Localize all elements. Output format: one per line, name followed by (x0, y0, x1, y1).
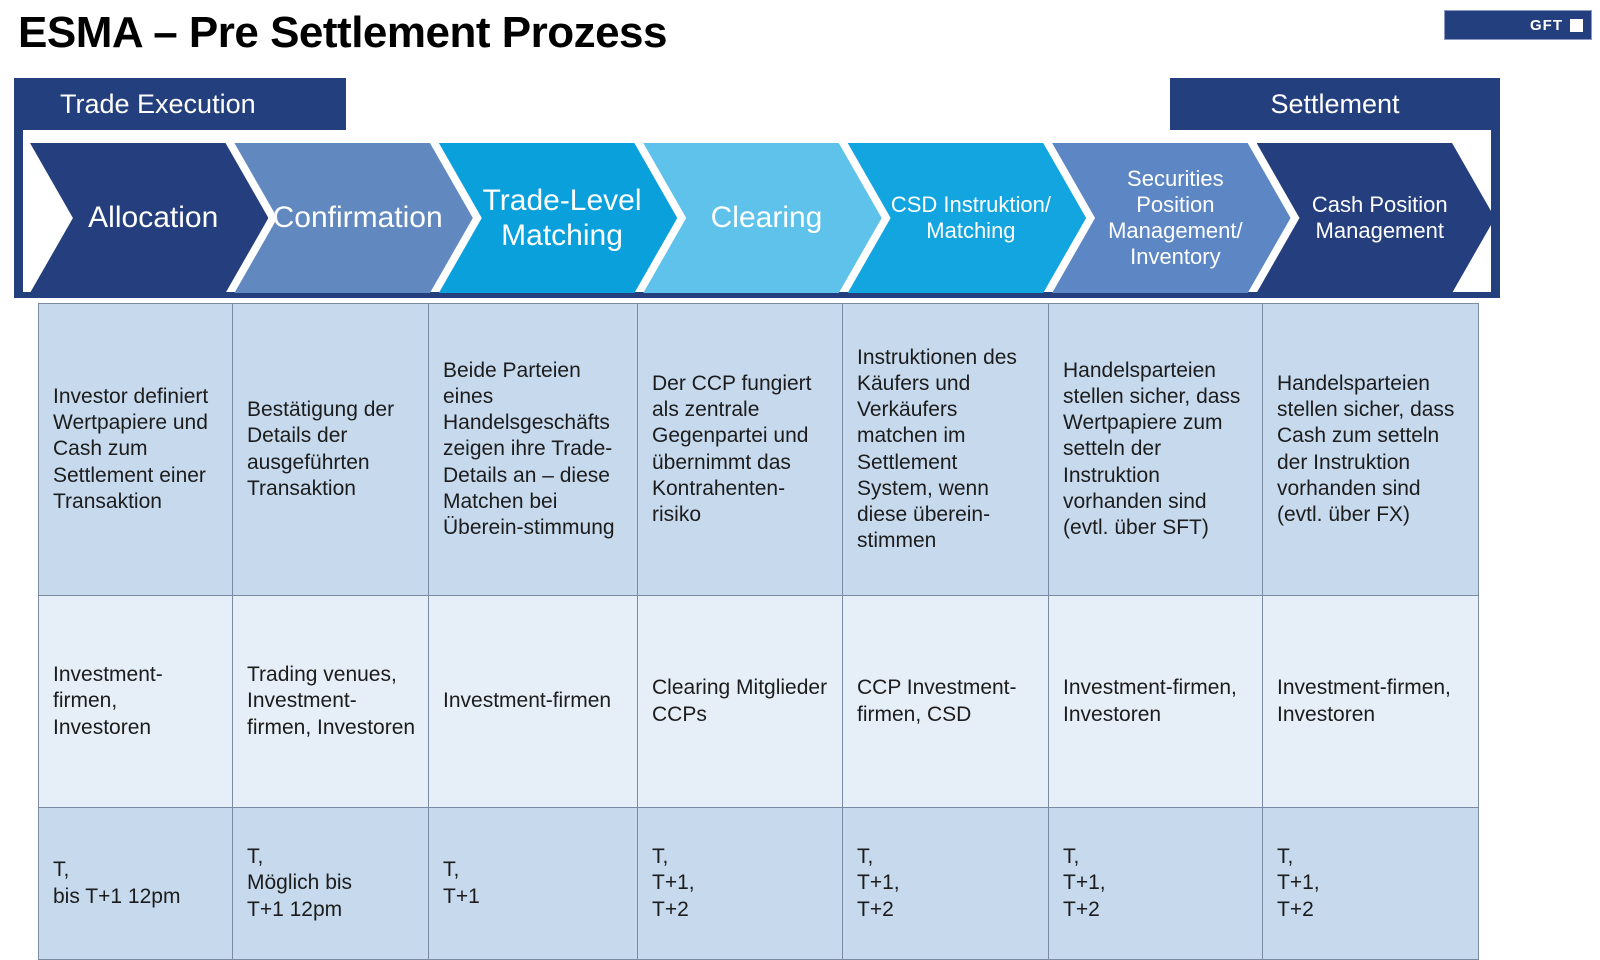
table-cell-description-5: Instruktionen des Käufers und Verkäufers… (842, 303, 1049, 596)
chevron-baseline (14, 292, 1500, 298)
process-step-label: Confirmation (272, 201, 443, 235)
process-step-label: Securities Position Management/ Inventor… (1108, 166, 1243, 269)
table-cell-timing-7: T, T+1, T+2 (1262, 807, 1479, 960)
table-cell-actors-1: Investment-firmen, Investoren (38, 595, 233, 808)
frame-rail-right (1491, 78, 1500, 298)
table-cell-timing-3: T, T+1 (428, 807, 638, 960)
process-step-7[interactable]: Cash Position Management (1256, 143, 1495, 293)
table-cell-actors-5: CCP Investment-firmen, CSD (842, 595, 1049, 808)
process-flow-chevrons: Allocation Confirmation Trade-Level Matchi… (30, 143, 1495, 293)
table-row-description: Investor definiert Wertpapiere und Cash … (38, 303, 1479, 596)
table-cell-timing-5: T, T+1, T+2 (842, 807, 1049, 960)
process-step-5[interactable]: CSD Instruktion/ Matching (847, 143, 1087, 293)
table-cell-timing-1: T, bis T+1 12pm (38, 807, 233, 960)
table-cell-timing-2: T, Möglich bis T+1 12pm (232, 807, 429, 960)
gft-logo: GFT (1444, 10, 1592, 40)
table-cell-description-3: Beide Parteien eines Handelsgeschäfts ze… (428, 303, 638, 596)
table-cell-actors-6: Investment-firmen, Investoren (1048, 595, 1263, 808)
table-cell-description-7: Handelsparteien stellen sicher, dass Cas… (1262, 303, 1479, 596)
phase-banner-settlement: Settlement (1170, 78, 1500, 130)
phase-banner-settlement-label: Settlement (1270, 88, 1400, 119)
white-square-icon (1570, 18, 1583, 32)
table-cell-actors-2: Trading venues, Investment-firmen, Inves… (232, 595, 429, 808)
table-cell-timing-6: T, T+1, T+2 (1048, 807, 1263, 960)
page-title: ESMA – Pre Settlement Prozess (18, 8, 668, 57)
process-step-label: CSD Instruktion/ Matching (890, 192, 1051, 243)
process-step-4[interactable]: Clearing (643, 143, 882, 293)
table-cell-description-1: Investor definiert Wertpapiere und Cash … (38, 303, 233, 596)
process-step-label: Clearing (710, 201, 823, 235)
table-cell-description-2: Bestätigung der Details der ausgeführten… (232, 303, 429, 596)
frame-rail-left (14, 78, 23, 298)
table-cell-actors-3: Investment-firmen (428, 595, 638, 808)
process-step-1[interactable]: Allocation (30, 143, 269, 293)
process-step-6[interactable]: Securities Position Management/ Inventor… (1052, 143, 1291, 293)
process-step-2[interactable]: Confirmation (234, 143, 473, 293)
table-cell-description-6: Handelsparteien stellen sicher, dass Wer… (1048, 303, 1263, 596)
process-step-3[interactable]: Trade-Level Matching (438, 143, 678, 293)
process-step-label: Allocation (88, 201, 219, 235)
phase-banner-trade-execution-label: Trade Execution (60, 88, 256, 119)
phase-banner-trade-execution: Trade Execution (14, 78, 346, 130)
table-cell-timing-4: T, T+1, T+2 (637, 807, 843, 960)
gft-logo-text: GFT (1530, 16, 1563, 34)
table-cell-description-4: Der CCP fungiert als zentrale Gegenparte… (637, 303, 843, 596)
process-detail-table: Investor definiert Wertpapiere und Cash … (38, 303, 1479, 960)
process-step-label: Cash Position Management (1311, 192, 1448, 243)
table-cell-actors-4: Clearing Mitglieder CCPs (637, 595, 843, 808)
process-step-label: Trade-Level Matching (482, 183, 642, 252)
table-cell-actors-7: Investment-firmen, Investoren (1262, 595, 1479, 808)
